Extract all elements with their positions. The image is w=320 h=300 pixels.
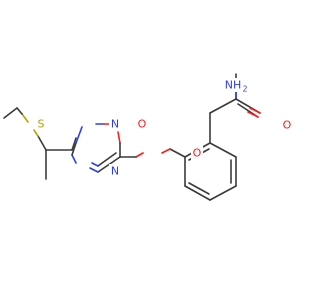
sulfur-label: S <box>35 117 47 131</box>
bond <box>249 107 261 114</box>
ring-oxygen-text: O <box>138 118 147 131</box>
bond <box>169 148 186 158</box>
bond <box>91 162 99 167</box>
ethylthio-substituent <box>3 107 73 180</box>
carbonyl-oxygen-text: O <box>283 119 292 132</box>
bond <box>247 111 259 118</box>
bond <box>135 152 144 158</box>
oxadiazole-ring <box>71 123 121 173</box>
bond <box>33 129 39 137</box>
bond <box>188 182 210 195</box>
bond <box>184 185 211 201</box>
ring-nitrogen-bottom-text: N <box>111 165 119 178</box>
nh2-subscript: 2 <box>242 85 247 94</box>
bond <box>3 107 18 119</box>
ring-oxygen-label: O <box>136 117 148 131</box>
bond <box>209 98 237 114</box>
acetamide-chain <box>209 73 261 144</box>
ring-nitrogen-top-label: N <box>109 117 121 131</box>
ring-nitrogen-bottom-label: N <box>109 164 121 178</box>
ring-nitrogen-top-text: N <box>111 118 119 131</box>
nh2-label: NH 2 <box>225 78 248 94</box>
bond <box>97 152 117 167</box>
bond <box>21 113 29 123</box>
carbonyl-oxygen-label: O <box>281 118 293 132</box>
molecule-structure: NH 2 O O O N N S <box>3 73 293 201</box>
bond <box>161 148 171 154</box>
bond <box>37 135 47 151</box>
bond <box>71 137 77 151</box>
bond <box>71 142 77 156</box>
ether-oxygen-text: O <box>193 147 202 160</box>
atom-labels: NH 2 O O O N N S <box>35 78 293 178</box>
bond <box>75 126 83 144</box>
ether-linkage <box>119 148 186 158</box>
bond <box>71 154 77 164</box>
ether-oxygen-label: O <box>191 146 203 160</box>
sulfur-text: S <box>38 118 45 131</box>
bond <box>209 185 237 201</box>
nh2-text: NH <box>225 79 242 92</box>
bond <box>16 107 23 115</box>
bond <box>89 167 99 173</box>
bond <box>117 131 121 144</box>
bond <box>209 142 237 158</box>
